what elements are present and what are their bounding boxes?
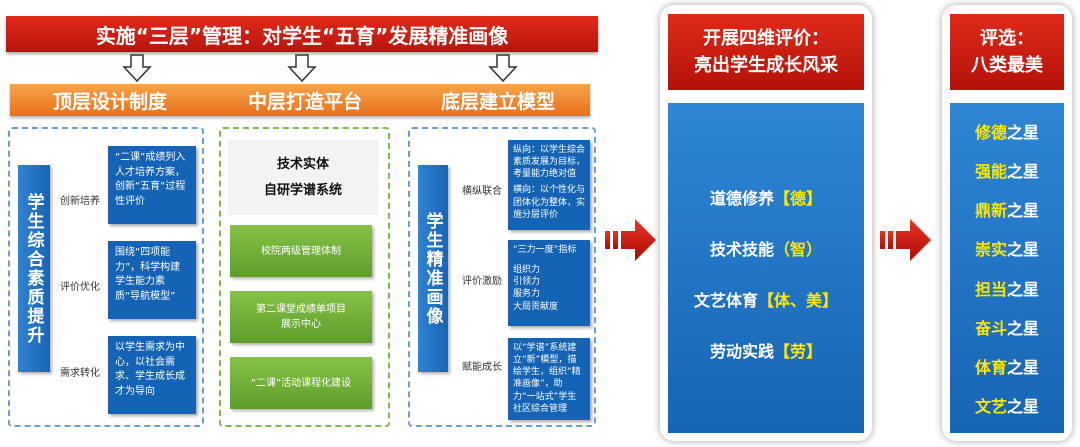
down-arrow-icon [287, 54, 317, 82]
middle-heading-line1: 技术实体 [276, 156, 329, 172]
bottom-level-panel [408, 127, 596, 427]
middle-item: “二课”活动课程化建设 [230, 357, 372, 409]
star-item-highlight: 文艺 [974, 397, 1007, 417]
top-row-text: 以学生需求为中心，以社会需求、学生成长成才为导向 [108, 336, 196, 414]
middle-item: 第二课堂成绩单项目展示中心 [230, 291, 372, 343]
star-item-suffix: 之星 [1007, 122, 1040, 142]
bottom-row-label: 评价激励 [462, 276, 502, 287]
selection-heading-line1: 评选： [980, 28, 1034, 49]
evaluation-item: 技术技能（智） [668, 236, 864, 260]
star-item: 奋斗之星 [950, 315, 1064, 339]
star-item-highlight: 强能 [974, 161, 1007, 181]
star-item: 文艺之星 [950, 393, 1064, 417]
star-item-suffix: 之星 [1007, 279, 1040, 299]
top-level-vertical-title: 学生综合素质提升 [18, 165, 50, 372]
evaluation-item-main: 文艺体育 [693, 290, 758, 310]
evaluation-heading-line1: 开展四维评价： [703, 28, 829, 49]
star-item: 担当之星 [950, 276, 1064, 300]
bottom-row-text-line: 横向：以个性化与团体化为整体，实施分层评价 [513, 185, 586, 220]
star-item-highlight: 鼎新 [974, 201, 1007, 221]
evaluation-item-tag: 【体、美】 [758, 290, 839, 310]
bottom-row-text: 纵向：以学生综合素质发展为目标，考量能力绝对值 横向：以个性化与团体化为整体，实… [508, 140, 590, 230]
star-item-suffix: 之星 [1007, 201, 1040, 221]
evaluation-item-tag: 【德】 [774, 188, 823, 208]
star-item-highlight: 奋斗 [974, 318, 1007, 338]
down-arrow-icon [122, 54, 152, 82]
evaluation-item-tag: （智） [774, 239, 823, 259]
bottom-row-text: “三力一度”指标 组织力 引领力 服务力 大局贡献度 [508, 240, 590, 326]
star-item: 强能之星 [950, 158, 1064, 182]
right-arrow-icon [605, 219, 656, 261]
selection-heading: 评选： 八类最美 [950, 14, 1064, 90]
selection-heading-line2: 八类最美 [971, 55, 1043, 76]
bottom-row-text-line: 组织力 引领力 服务力 大局贡献度 [513, 265, 559, 312]
middle-item: 校院两级管理体制 [230, 225, 372, 277]
star-item-suffix: 之星 [1007, 397, 1040, 417]
evaluation-item-main: 技术技能 [709, 239, 774, 259]
top-row-label: 评价优化 [60, 282, 100, 293]
top-row-label: 需求转化 [60, 368, 100, 379]
star-item-suffix: 之星 [1007, 318, 1040, 338]
evaluation-heading: 开展四维评价： 亮出学生成长风采 [668, 14, 864, 90]
star-item-suffix: 之星 [1007, 358, 1040, 378]
star-item: 崇实之星 [950, 236, 1064, 260]
star-item: 修德之星 [950, 119, 1064, 143]
evaluation-item: 劳动实践【劳】 [668, 338, 864, 362]
top-row-label: 创新培养 [60, 196, 100, 207]
star-item-suffix: 之星 [1007, 161, 1040, 181]
bottom-row-text-line: 纵向：以学生综合素质发展为目标，考量能力绝对值 [513, 145, 586, 180]
top-row-text: 围绕“四项能力”，科学构建学生能力素质“导航模型” [108, 241, 196, 319]
top-level-panel [8, 127, 204, 427]
bottom-row-label: 横纵联合 [462, 186, 502, 197]
evaluation-heading-line2: 亮出学生成长风采 [694, 55, 838, 76]
middle-level-heading: 技术实体 自研学谱系统 [228, 140, 378, 215]
star-item-highlight: 体育 [974, 358, 1007, 378]
bottom-row-text-line: “三力一度”指标 [513, 245, 577, 255]
star-item: 体育之星 [950, 354, 1064, 378]
section-label-top: 顶层设计制度 [52, 90, 167, 113]
section-header-bar [10, 84, 590, 116]
star-item-highlight: 崇实 [974, 240, 1007, 260]
evaluation-item: 文艺体育【体、美】 [668, 287, 864, 311]
evaluation-item-main: 道德修养 [709, 188, 774, 208]
evaluation-panel: 道德修养【德】 技术技能（智） 文艺体育【体、美】 劳动实践【劳】 [668, 103, 864, 433]
star-item-suffix: 之星 [1007, 240, 1040, 260]
evaluation-item: 道德修养【德】 [668, 185, 864, 209]
section-label-bottom: 底层建立模型 [440, 90, 555, 113]
evaluation-item-main: 劳动实践 [709, 341, 774, 361]
star-item: 鼎新之星 [950, 197, 1064, 221]
right-arrow-icon [880, 219, 931, 261]
middle-heading-line2: 自研学谱系统 [263, 182, 342, 198]
down-arrow-icon [488, 54, 518, 82]
bottom-level-vertical-title: 学生精准画像 [418, 165, 448, 372]
top-row-text: “二课”成绩列入人才培养方案，创新“五育”过程性评价 [108, 146, 196, 224]
section-label-middle: 中层打造平台 [247, 90, 362, 113]
evaluation-item-tag: 【劳】 [774, 341, 823, 361]
star-item-highlight: 担当 [974, 279, 1007, 299]
selection-panel: 修德之星 强能之星 鼎新之星 崇实之星 担当之星 奋斗之星 体育之星 文艺之星 [950, 103, 1064, 433]
middle-level-panel [219, 127, 390, 427]
bottom-row-label: 赋能成长 [462, 362, 502, 373]
star-item-highlight: 修德 [974, 122, 1007, 142]
main-title: 实施“三层”管理：对学生“五育”发展精准画像 [6, 16, 598, 52]
bottom-row-text: 以“学谱”系统建立“新”模型，描绘学生，组织“精准画像”，助力“一站式”学生社区… [508, 338, 590, 420]
